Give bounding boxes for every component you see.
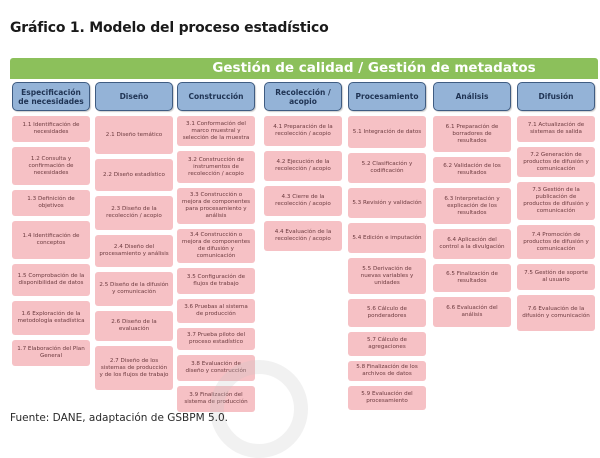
phase-header: Especificación de necesidades (12, 82, 90, 111)
subprocess-box: 7.4 Promoción de productos de difusión y… (517, 225, 595, 259)
phase-column: Diseño 2.1 Diseño temático 2.2 Diseño esta… (95, 82, 173, 390)
phase-column: Procesamiento 5.1 Integración de datos 5.2… (348, 82, 426, 410)
subprocess-box: 4.3 Cierre de la recolección / acopio (264, 186, 342, 216)
subprocess-box: 3.7 Prueba piloto del proceso estadístic… (177, 328, 255, 350)
phase-column: Recolección / acopio 4.1 Preparación de l… (264, 82, 342, 251)
phase-header: Recolección / acopio (264, 82, 342, 111)
phase-header: Análisis (433, 82, 511, 111)
subprocess-box: 4.1 Preparación de la recolección / acop… (264, 116, 342, 146)
subprocess-box: 7.5 Gestión de soporte al usuario (517, 264, 595, 290)
subprocess-box: 2.4 Diseño del procesamiento y análisis (95, 235, 173, 267)
subprocess-box: 2.3 Diseño de la recolección / acopio (95, 196, 173, 230)
subprocess-box: 5.3 Revisión y validación (348, 188, 426, 218)
source-note: Fuente: DANE, adaptación de GSBPM 5.0. (10, 412, 229, 424)
subprocess-box: 2.1 Diseño temático (95, 116, 173, 154)
subprocess-box: 7.1 Actualización de sistemas de salida (517, 116, 595, 142)
phase-column: Especificación de necesidades 1.1 Identif… (12, 82, 90, 366)
subprocess-box: 7.2 Generación de productos de difusión … (517, 147, 595, 177)
subprocess-box: 3.1 Conformación del marco muestral y se… (177, 116, 255, 146)
phase-header: Procesamiento (348, 82, 426, 111)
subprocess-box: 4.2 Ejecución de la recolección / acopio (264, 151, 342, 181)
subprocess-box: 7.6 Evaluación de la difusión y comunica… (517, 295, 595, 331)
subprocess-box: 5.2 Clasificación y codificación (348, 153, 426, 183)
subprocess-box: 5.4 Edición e imputación (348, 223, 426, 253)
subprocess-box: 6.6 Evaluación del análisis (433, 297, 511, 327)
subprocess-box: 4.4 Evaluación de la recolección / acopi… (264, 221, 342, 251)
phase-header: Diseño (95, 82, 173, 111)
subprocess-box: 6.5 Finalización de resultados (433, 264, 511, 292)
subprocess-box: 6.1 Preparación de borradores de resulta… (433, 116, 511, 152)
subprocess-box: 2.5 Diseño de la difusión y comunicación (95, 272, 173, 306)
subprocess-box: 2.7 Diseño de los sistemas de producción… (95, 346, 173, 390)
subprocess-box: 5.7 Cálculo de agregaciones (348, 332, 426, 356)
subprocess-box: 2.6 Diseño de la evaluación (95, 311, 173, 341)
phase-column: Análisis 6.1 Preparación de borradores de… (433, 82, 511, 327)
watermark-icon (210, 360, 308, 458)
figure-title: Gráfico 1. Modelo del proceso estadístic… (10, 20, 329, 36)
subprocess-box: 7.3 Gestión de la publicación de product… (517, 182, 595, 220)
subprocess-box: 2.2 Diseño estadístico (95, 159, 173, 191)
phase-column: Difusión 7.1 Actualización de sistemas de… (517, 82, 595, 331)
subprocess-box: 3.3 Construcción o mejora de componentes… (177, 188, 255, 224)
subprocess-box: 1.2 Consulta y confirmación de necesidad… (12, 147, 90, 185)
banner-label: Gestión de calidad / Gestión de metadato… (212, 60, 536, 76)
subprocess-box: 6.4 Aplicación del control a la divulgac… (433, 229, 511, 259)
subprocess-box: 3.4 Construcción o mejora de componentes… (177, 229, 255, 263)
subprocess-box: 3.2 Construcción de instrumentos de reco… (177, 151, 255, 183)
subprocess-box: 1.3 Definición de objetivos (12, 190, 90, 216)
subprocess-box: 6.2 Validación de los resultados (433, 157, 511, 183)
subprocess-box: 1.6 Exploración de la metodología estadí… (12, 301, 90, 335)
quality-metadata-banner: Gestión de calidad / Gestión de metadato… (10, 58, 598, 79)
subprocess-box: 6.3 Interpretación y explicación de los … (433, 188, 511, 224)
subprocess-box: 5.9 Evaluación del procesamiento (348, 386, 426, 410)
subprocess-box: 1.1 Identificación de necesidades (12, 116, 90, 142)
subprocess-box: 5.6 Cálculo de ponderadores (348, 299, 426, 327)
phase-header: Construcción (177, 82, 255, 111)
subprocess-box: 5.5 Derivación de nuevas variables y uni… (348, 258, 426, 294)
subprocess-box: 5.1 Integración de datos (348, 116, 426, 148)
subprocess-box: 3.6 Pruebas al sistema de producción (177, 299, 255, 323)
subprocess-box: 5.8 Finalización de los archivos de dato… (348, 361, 426, 381)
subprocess-box: 1.4 Identificación de conceptos (12, 221, 90, 259)
subprocess-box: 3.5 Configuración de flujos de trabajo (177, 268, 255, 294)
phase-header: Difusión (517, 82, 595, 111)
subprocess-box: 1.5 Comprobación de la disponibilidad de… (12, 264, 90, 296)
subprocess-box: 1.7 Elaboración del Plan General (12, 340, 90, 366)
